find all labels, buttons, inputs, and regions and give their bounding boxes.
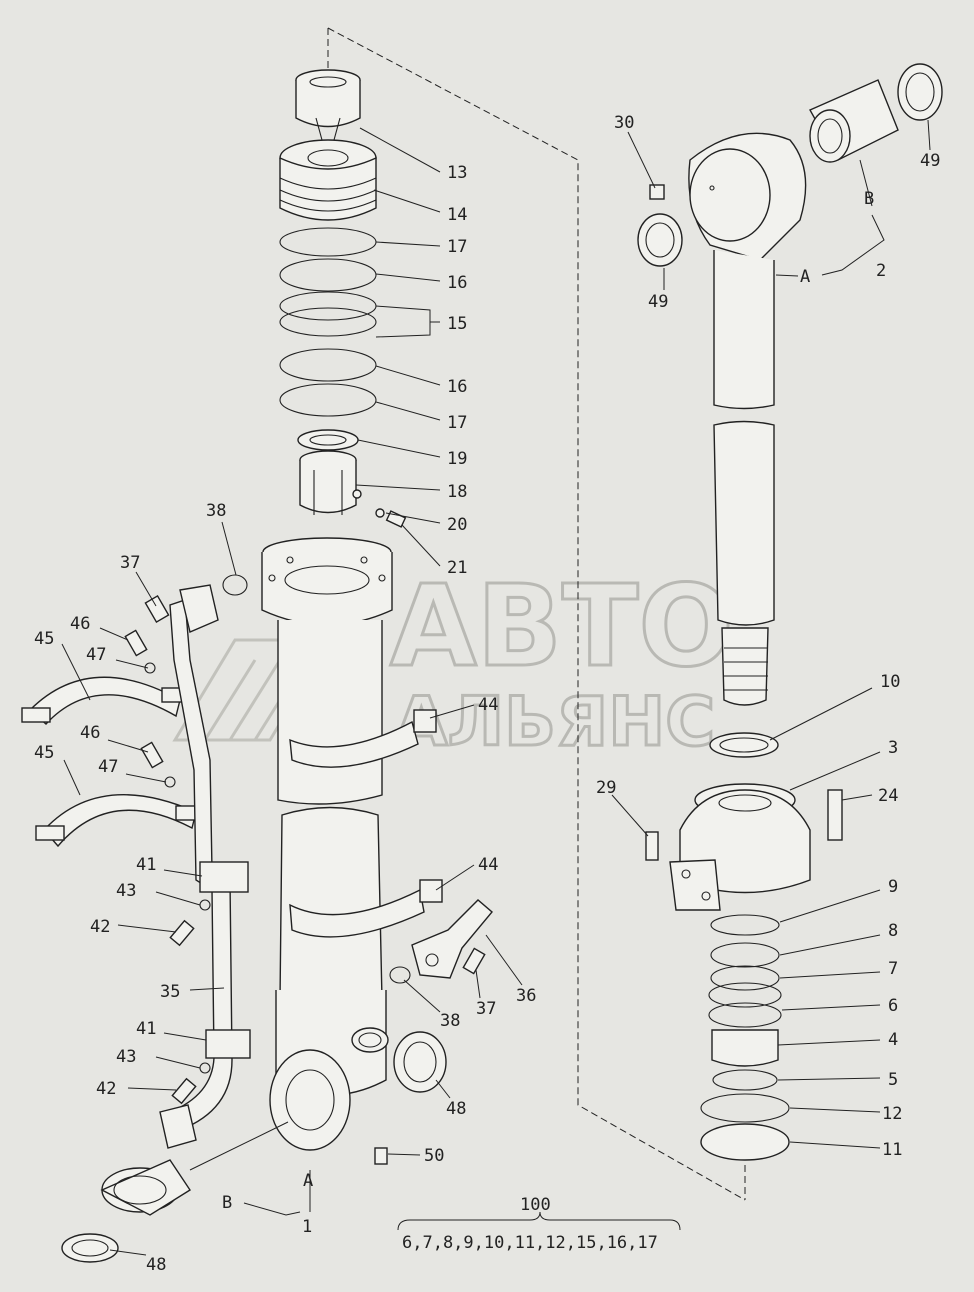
callout-38a: 38 (206, 501, 226, 521)
cylinder-head-3 (669, 783, 811, 911)
callout-7: 7 (888, 959, 898, 979)
band-44-upper (289, 709, 437, 768)
kit-number: 100 (520, 1195, 551, 1215)
clamp-45-lower (35, 794, 201, 848)
callout-38b: 38 (440, 1011, 460, 1031)
callout-42b: 42 (96, 1079, 116, 1099)
callout-17a: 17 (447, 237, 467, 257)
bolts-37-42-46 (124, 595, 486, 1105)
callout-43b: 43 (116, 1047, 136, 1067)
seal-rings-15-16-17 (279, 227, 377, 451)
callout-6: 6 (888, 996, 898, 1016)
callout-A2: A (800, 267, 810, 287)
kit-parts-list: 6,7,8,9,10,11,12,15,16,17 (402, 1233, 658, 1253)
grease-fitting-50 (374, 1147, 388, 1165)
callout-21: 21 (447, 558, 467, 578)
callout-5: 5 (888, 1070, 898, 1090)
piston-nut-13 (295, 69, 361, 141)
bolt-24 (827, 789, 843, 841)
fitting-29 (645, 831, 659, 861)
callout-11: 11 (882, 1140, 902, 1160)
callout-46b: 46 (80, 723, 100, 743)
ball-20-screw-21 (375, 508, 407, 528)
bushing-B-right (809, 79, 899, 163)
callout-24: 24 (878, 786, 898, 806)
clip-41-lower (205, 1029, 251, 1059)
ring-49-top (897, 63, 943, 121)
callout-8: 8 (888, 921, 898, 941)
callout-2: 2 (876, 261, 886, 281)
callout-B1: B (222, 1193, 232, 1213)
flange-36 (411, 899, 493, 979)
cylinder-tube-1 (261, 537, 393, 1151)
callout-3: 3 (888, 738, 898, 758)
watermark-line2: АЛЬЯНС (395, 683, 715, 762)
callout-45a: 45 (34, 629, 54, 649)
callout-9: 9 (888, 877, 898, 897)
callout-18: 18 (447, 482, 467, 502)
callout-44a: 44 (478, 695, 498, 715)
callout-15: 15 (447, 314, 467, 334)
callout-16b: 16 (447, 377, 467, 397)
callout-12: 12 (882, 1104, 902, 1124)
callout-47b: 47 (98, 757, 118, 777)
rod-head-2 (688, 132, 807, 261)
ring-10 (709, 732, 779, 758)
orings-38 (222, 574, 411, 984)
callout-19: 19 (447, 449, 467, 469)
callout-1: 1 (302, 1217, 312, 1237)
callout-17b: 17 (447, 413, 467, 433)
callout-46a: 46 (70, 614, 90, 634)
watermark-line1: АВТО (390, 562, 734, 692)
bushing-B-left (100, 1159, 191, 1216)
callout-49b: 49 (648, 292, 668, 312)
callout-48a: 48 (446, 1099, 466, 1119)
clip-41-upper (199, 861, 249, 893)
callout-48b: 48 (146, 1255, 166, 1275)
callout-37b: 37 (476, 999, 496, 1019)
assembly-lines (327, 27, 746, 1201)
callout-B2: B (864, 189, 874, 209)
callout-42a: 42 (90, 917, 110, 937)
callout-20: 20 (447, 515, 467, 535)
callout-4: 4 (888, 1030, 898, 1050)
callout-labels: 13 14 17 16 15 16 17 19 18 20 21 38 37 4… (34, 113, 940, 1275)
callout-14: 14 (447, 205, 467, 225)
callout-50: 50 (424, 1146, 444, 1166)
ring-48-left (61, 1233, 119, 1263)
callout-36: 36 (516, 986, 536, 1006)
callout-49a: 49 (920, 151, 940, 171)
callout-45b: 45 (34, 743, 54, 763)
callout-41a: 41 (136, 855, 156, 875)
callout-47a: 47 (86, 645, 106, 665)
clamp-45-upper (21, 676, 187, 725)
callout-43a: 43 (116, 881, 136, 901)
band-44-lower (289, 879, 443, 938)
callout-13: 13 (447, 163, 467, 183)
head-seals (700, 914, 790, 1161)
leader-lines (61, 119, 931, 1256)
piston-14 (279, 139, 377, 221)
callout-16a: 16 (447, 273, 467, 293)
callout-A1: A (303, 1171, 313, 1191)
callout-35: 35 (160, 982, 180, 1002)
nut-18 (299, 450, 362, 515)
callout-37a: 37 (120, 553, 140, 573)
callout-10: 10 (880, 672, 900, 692)
callout-29: 29 (596, 778, 616, 798)
ring-48-mid (393, 1031, 447, 1093)
callout-44b: 44 (478, 855, 498, 875)
callout-41b: 41 (136, 1019, 156, 1039)
ring-49-left (637, 213, 683, 267)
piston-rod-A (713, 250, 775, 706)
grease-fitting-30 (649, 184, 665, 200)
callout-30: 30 (614, 113, 634, 133)
